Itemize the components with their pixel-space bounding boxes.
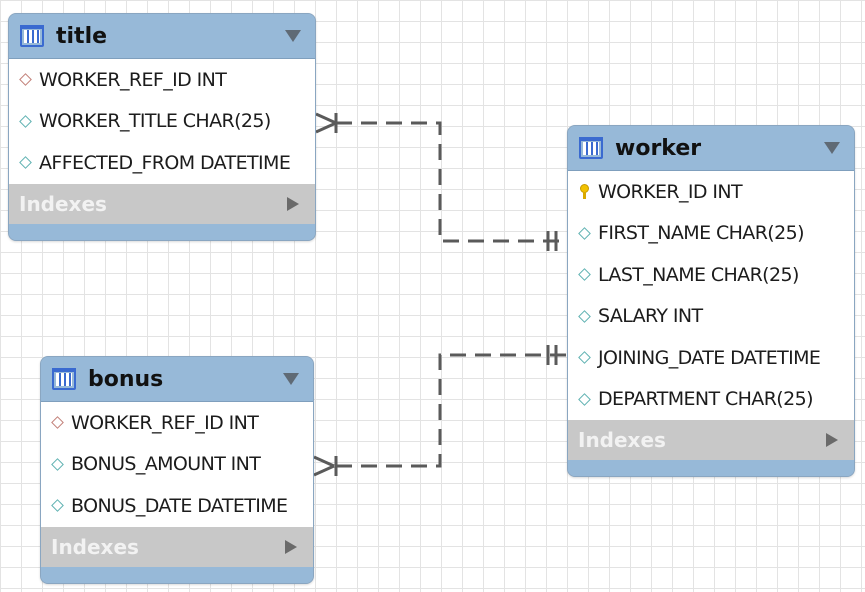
column-diamond-icon (570, 392, 598, 406)
column-row[interactable]: JOINING_DATE DATETIME (568, 337, 854, 379)
indexes-label: Indexes (578, 428, 666, 452)
column-diamond-icon (43, 457, 71, 471)
indexes-section[interactable]: Indexes (568, 420, 854, 460)
column-row[interactable]: WORKER_REF_ID INT (41, 402, 313, 444)
column-row[interactable]: AFFECTED_FROM DATETIME (9, 142, 315, 184)
column-row[interactable]: SALARY INT (568, 296, 854, 338)
table-name: bonus (88, 366, 164, 392)
column-row[interactable]: LAST_NAME CHAR(25) (568, 254, 854, 296)
table-footer (41, 566, 313, 583)
expand-arrow-icon[interactable] (285, 539, 297, 554)
expand-arrow-icon[interactable] (826, 433, 838, 447)
table-title[interactable]: title WORKER_REF_ID INT WORKER_TITLE CHA… (8, 13, 316, 241)
column-diamond-icon (11, 114, 39, 128)
indexes-label: Indexes (51, 534, 139, 559)
column-diamond-icon (43, 499, 71, 513)
column-label: WORKER_ID INT (598, 180, 743, 203)
column-label: BONUS_DATE DATETIME (71, 494, 288, 517)
column-label: LAST_NAME CHAR(25) (598, 263, 799, 286)
relationship-title-worker (315, 112, 566, 251)
column-label: WORKER_TITLE CHAR(25) (39, 110, 271, 133)
table-icon (20, 25, 44, 47)
column-diamond-icon (11, 156, 39, 170)
indexes-section[interactable]: Indexes (9, 183, 315, 224)
column-label: DEPARTMENT CHAR(25) (598, 388, 814, 411)
collapse-arrow-icon[interactable] (285, 30, 301, 42)
column-diamond-icon (570, 268, 598, 282)
fk-diamond-icon (11, 73, 39, 87)
column-label: WORKER_REF_ID INT (71, 411, 259, 434)
fk-diamond-icon (43, 416, 71, 430)
column-row[interactable]: WORKER_REF_ID INT (9, 59, 315, 101)
column-label: AFFECTED_FROM DATETIME (39, 151, 291, 174)
table-icon (52, 368, 76, 390)
primary-key-icon (570, 184, 598, 200)
column-label: FIRST_NAME CHAR(25) (598, 222, 805, 245)
column-diamond-icon (570, 309, 598, 323)
table-icon (579, 137, 603, 159)
column-row[interactable]: WORKER_ID INT (568, 171, 854, 213)
indexes-section[interactable]: Indexes (41, 526, 313, 567)
table-header[interactable]: title (9, 14, 315, 59)
column-label: BONUS_AMOUNT INT (71, 453, 261, 476)
table-footer (568, 460, 854, 476)
column-label: WORKER_REF_ID INT (39, 68, 227, 91)
table-footer (9, 223, 315, 240)
column-row[interactable]: BONUS_AMOUNT INT (41, 444, 313, 486)
column-row[interactable]: WORKER_TITLE CHAR(25) (9, 101, 315, 143)
column-row[interactable]: FIRST_NAME CHAR(25) (568, 213, 854, 255)
column-label: SALARY INT (598, 305, 703, 328)
collapse-arrow-icon[interactable] (283, 373, 299, 385)
table-name: title (56, 23, 108, 49)
column-diamond-icon (570, 351, 598, 365)
expand-arrow-icon[interactable] (287, 196, 299, 211)
column-label: JOINING_DATE DATETIME (598, 346, 821, 369)
column-diamond-icon (570, 226, 598, 240)
column-row[interactable]: BONUS_DATE DATETIME (41, 485, 313, 527)
table-name: worker (615, 135, 702, 161)
table-header[interactable]: bonus (41, 357, 313, 402)
column-row[interactable]: DEPARTMENT CHAR(25) (568, 379, 854, 421)
collapse-arrow-icon[interactable] (824, 142, 840, 154)
indexes-label: Indexes (19, 191, 107, 216)
table-bonus[interactable]: bonus WORKER_REF_ID INT BONUS_AMOUNT INT… (40, 356, 314, 584)
table-worker[interactable]: worker WORKER_ID INT FIRST_NAME CHAR(25)… (567, 125, 855, 477)
relationship-bonus-worker (313, 345, 566, 477)
table-header[interactable]: worker (568, 126, 854, 171)
